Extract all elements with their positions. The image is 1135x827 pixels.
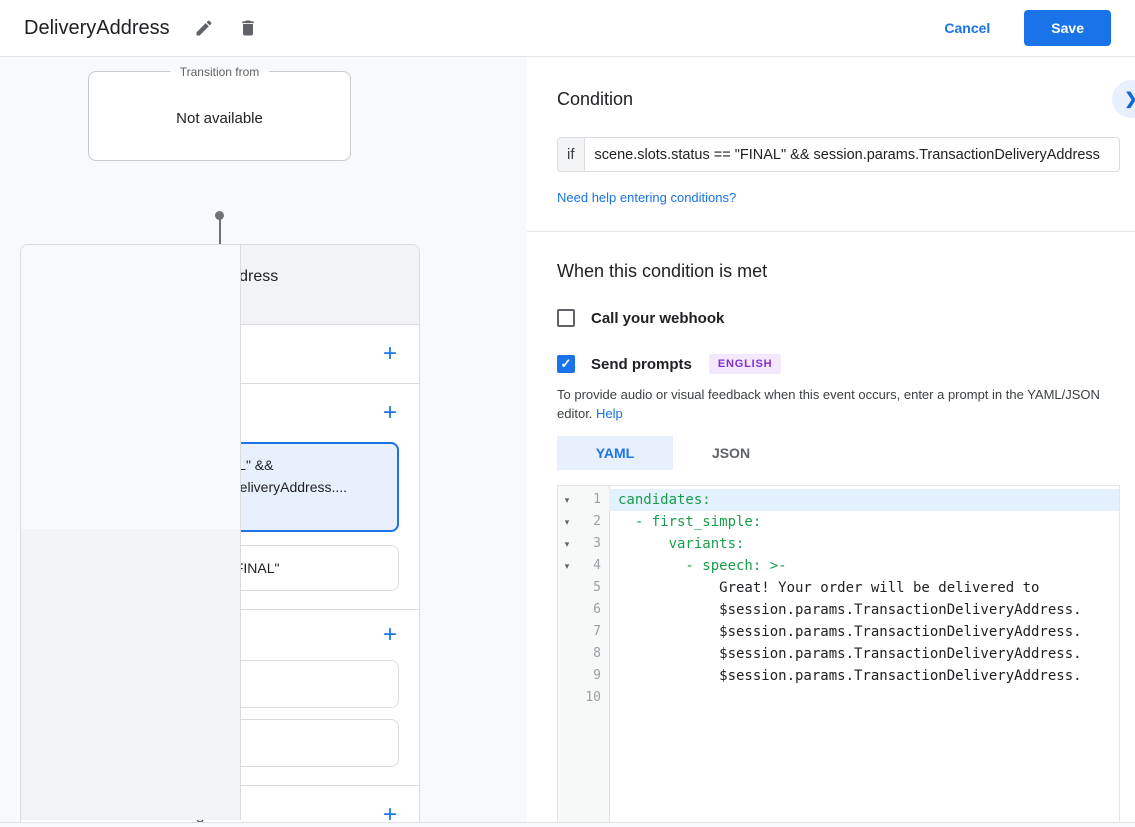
code-text: $session.params.TransactionDeliveryAddre… (609, 643, 1119, 665)
when-met-heading: When this condition is met (557, 261, 1120, 282)
code-text: - speech: >- (609, 555, 1119, 577)
fold-arrow-icon[interactable]: ▾ (558, 533, 576, 555)
condition-input[interactable] (584, 137, 1121, 172)
editor-line: ▾ 3 variants: (558, 533, 1119, 555)
editor-line: 10 (558, 687, 1119, 709)
add-on-enter-button[interactable]: + (381, 344, 399, 364)
line-number: 10 (576, 687, 609, 709)
code-text: - first_simple: (609, 511, 1119, 533)
transition-to-card: Transition to DeliveryAddress Scene On e… (20, 244, 420, 827)
editor-line: ▾ 2 - first_simple: (558, 511, 1119, 533)
save-button[interactable]: Save (1024, 10, 1111, 46)
edit-icon[interactable] (194, 18, 214, 38)
editor-line: 5 Great! Your order will be delivered to (558, 577, 1119, 599)
main-content: Transition from Not available Transition… (0, 57, 1135, 827)
line-number: 4 (576, 555, 609, 577)
conditions-help-link[interactable]: Need help entering conditions? (557, 190, 736, 205)
description-text: To provide audio or visual feedback when… (557, 387, 1100, 421)
editor-line: ▾ 1 candidates: (558, 489, 1119, 511)
code-text: $session.params.TransactionDeliveryAddre… (609, 621, 1119, 643)
window-bottom-edge (0, 822, 1135, 827)
check-icon: ✓ (561, 356, 572, 372)
fold-arrow-icon[interactable]: ▾ (558, 489, 576, 511)
scene-flow-panel: Transition from Not available Transition… (0, 57, 527, 827)
transition-to-label: Transition to (20, 244, 241, 820)
line-number: 2 (576, 511, 609, 533)
when-met-section: When this condition is met Call your web… (527, 232, 1135, 826)
add-slot-button[interactable]: + (381, 625, 399, 645)
line-number: 3 (576, 533, 609, 555)
line-number: 5 (576, 577, 609, 599)
if-prefix: if (557, 137, 584, 172)
condition-heading: Condition (557, 89, 1120, 110)
condition-detail-panel: ❯ Condition if Need help entering condit… (527, 57, 1135, 827)
webhook-row: Call your webhook (557, 309, 1120, 327)
code-text: variants: (609, 533, 1119, 555)
tab-json[interactable]: JSON (673, 436, 789, 470)
transition-from-box[interactable]: Transition from Not available (88, 71, 351, 161)
send-prompts-row: ✓ Send prompts ENGLISH (557, 354, 1120, 374)
send-prompts-label: Send prompts (591, 356, 692, 373)
webhook-label: Call your webhook (591, 310, 724, 327)
page-title: DeliveryAddress (24, 17, 170, 40)
editor-line: ▾ 4 - speech: >- (558, 555, 1119, 577)
line-number: 8 (576, 643, 609, 665)
code-text: $session.params.TransactionDeliveryAddre… (609, 599, 1119, 621)
line-number: 9 (576, 665, 609, 687)
condition-editor-section: Condition if Need help entering conditio… (527, 57, 1135, 231)
transition-from-label: Transition from (170, 64, 270, 80)
code-text: $session.params.TransactionDeliveryAddre… (609, 665, 1119, 687)
cancel-button[interactable]: Cancel (944, 20, 990, 36)
editor-line: 7 $session.params.TransactionDeliveryAdd… (558, 621, 1119, 643)
help-link[interactable]: Help (596, 406, 623, 421)
editor-line: 9 $session.params.TransactionDeliveryAdd… (558, 665, 1119, 687)
fold-arrow-icon[interactable]: ▾ (558, 555, 576, 577)
code-text (609, 687, 1119, 709)
send-prompts-checkbox[interactable]: ✓ (557, 355, 575, 373)
code-text: Great! Your order will be delivered to (609, 577, 1119, 599)
top-bar: DeliveryAddress Cancel Save (0, 0, 1135, 57)
add-condition-button[interactable]: + (381, 403, 399, 423)
transition-from-value: Not available (89, 110, 350, 127)
code-text: candidates: (609, 489, 1119, 511)
line-number: 1 (576, 489, 609, 511)
yaml-code-editor[interactable]: ▾ 1 candidates: ▾ 2 - first_simple: ▾ 3 … (557, 485, 1120, 826)
fold-arrow-icon[interactable]: ▾ (558, 511, 576, 533)
condition-expression-row: if (557, 137, 1120, 172)
line-number: 6 (576, 599, 609, 621)
tab-yaml[interactable]: YAML (557, 436, 673, 470)
editor-line: 8 $session.params.TransactionDeliveryAdd… (558, 643, 1119, 665)
language-badge: ENGLISH (709, 354, 782, 374)
trash-icon[interactable] (238, 18, 258, 38)
prompt-description: To provide audio or visual feedback when… (557, 385, 1115, 423)
line-number: 7 (576, 621, 609, 643)
chevron-right-icon: ❯ (1124, 89, 1135, 109)
editor-line: 6 $session.params.TransactionDeliveryAdd… (558, 599, 1119, 621)
webhook-checkbox[interactable] (557, 309, 575, 327)
editor-tabs: YAML JSON (557, 436, 1120, 470)
